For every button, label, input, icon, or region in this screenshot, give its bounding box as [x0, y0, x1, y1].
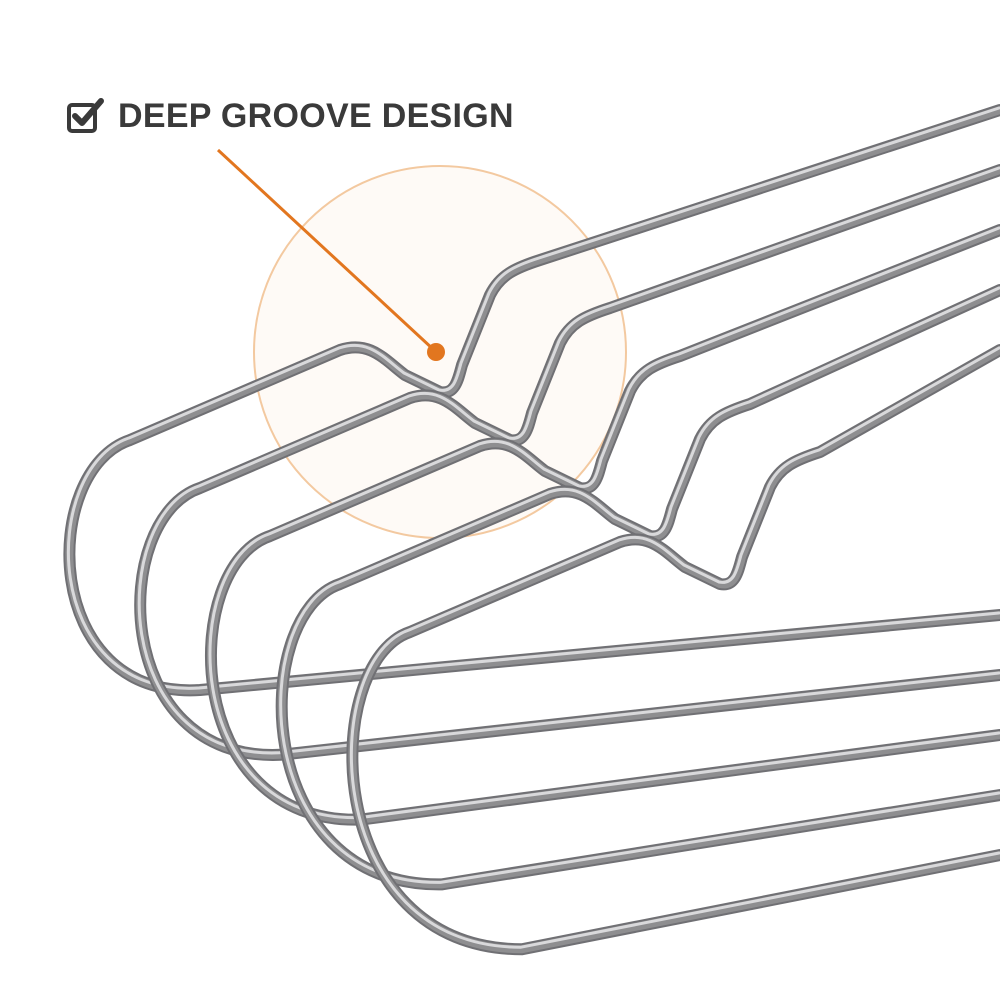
- hanger-wire-shine-3: [208, 226, 1000, 820]
- feature-caption: DEEP GROOVE DESIGN: [66, 96, 514, 136]
- wire-hangers: [63, 104, 1000, 956]
- pointer-dot: [427, 343, 445, 361]
- checkbox-checked-icon: [67, 98, 104, 133]
- hanger-wire-shine-4: [279, 286, 1000, 884]
- hanger-wire-shine-2: [137, 166, 1000, 755]
- hanger-wire-shine-1: [66, 106, 1000, 690]
- feature-label: DEEP GROOVE DESIGN: [118, 96, 514, 135]
- hanger-wire-shine-5: [349, 346, 1000, 949]
- pointer-line: [216, 148, 436, 352]
